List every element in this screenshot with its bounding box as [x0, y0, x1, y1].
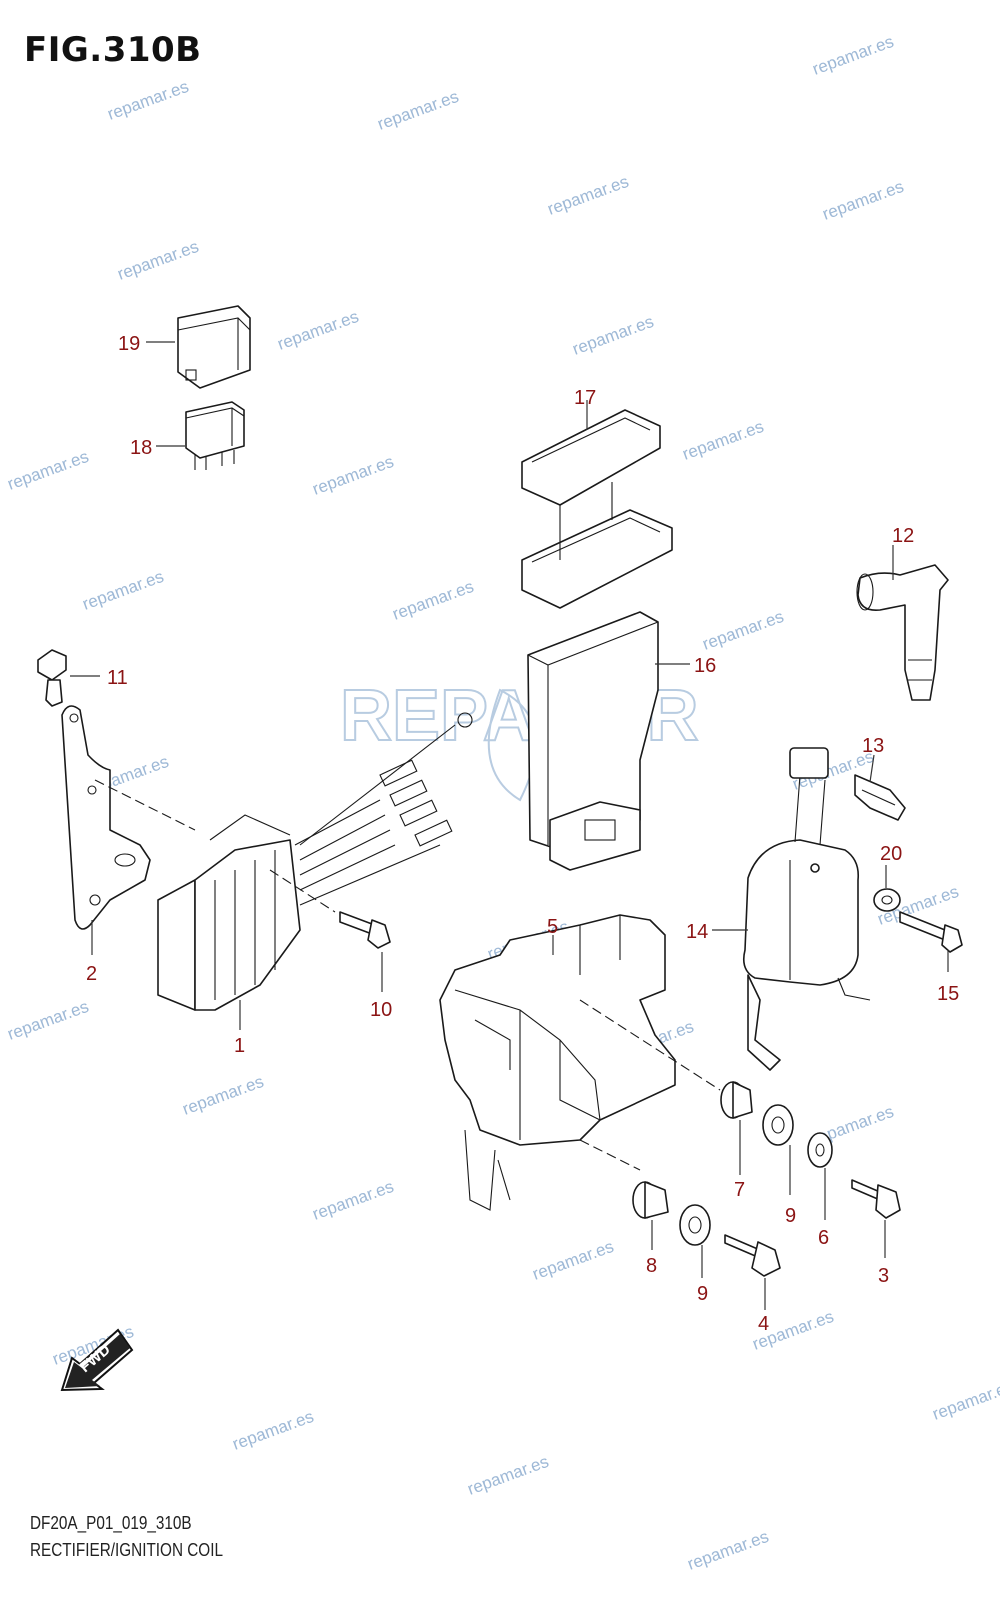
- watermark: repamar.es: [390, 577, 476, 624]
- watermark: repamar.es: [930, 1377, 1000, 1424]
- watermark-layer: repamar.es repamar.es repamar.es repamar…: [5, 32, 1000, 1574]
- watermark: repamar.es: [105, 77, 191, 124]
- watermark: repamar.es: [680, 417, 766, 464]
- callout-14: 14: [686, 921, 708, 943]
- grommet-8: [632, 1181, 669, 1219]
- watermark: repamar.es: [375, 87, 461, 134]
- watermark: repamar.es: [5, 447, 91, 494]
- washer-20: [873, 888, 901, 912]
- watermark: repamar.es: [115, 237, 201, 284]
- watermark: repamar.es: [465, 1452, 551, 1499]
- watermark: repamar.es: [5, 997, 91, 1044]
- watermark: repamar.es: [820, 177, 906, 224]
- watermark: repamar.es: [570, 312, 656, 359]
- callout-20: 20: [880, 843, 902, 865]
- callout-11: 11: [107, 667, 128, 689]
- callout-6: 6: [818, 1227, 829, 1249]
- bolt-4: [724, 1234, 781, 1277]
- figure-title: FIG.310B: [24, 30, 202, 70]
- spark-plug-cap: [856, 564, 949, 701]
- callout-4: 4: [758, 1313, 769, 1335]
- watermark: repamar.es: [80, 567, 166, 614]
- watermark: repamar.es: [810, 32, 896, 79]
- watermark: repamar.es: [180, 1072, 266, 1119]
- ignition-coil: [742, 747, 871, 1071]
- electrical-box: [439, 914, 721, 1211]
- watermark: repamar.es: [700, 607, 786, 654]
- callout-3: 3: [878, 1265, 889, 1287]
- callout-13: 13: [862, 735, 884, 757]
- callouts: 19 18 17 12 11 16 13 20 14 15 5 2 1 10 7…: [86, 333, 959, 1335]
- bolt-3: [851, 1179, 901, 1219]
- collar-9-upper: [762, 1104, 794, 1146]
- relay-cover: [177, 305, 251, 389]
- callout-16: 16: [694, 655, 716, 677]
- callout-17: 17: [574, 387, 596, 409]
- cdi-cover: [521, 409, 673, 609]
- callout-15: 15: [937, 983, 959, 1005]
- watermark: repamar.es: [230, 1407, 316, 1454]
- callout-2: 2: [86, 963, 97, 985]
- watermark: repamar.es: [530, 1237, 616, 1284]
- callout-9-lower: 9: [697, 1283, 708, 1305]
- watermark: repamar.es: [310, 1177, 396, 1224]
- rectifier: [157, 712, 473, 1011]
- figure-code: DF20A_P01_019_310B: [30, 1513, 192, 1533]
- bolt-10: [269, 869, 391, 949]
- callout-10: 10: [370, 999, 392, 1021]
- callout-5: 5: [547, 916, 558, 938]
- bolt-15: [899, 911, 963, 953]
- callout-18: 18: [130, 437, 152, 459]
- watermark: repamar.es: [310, 452, 396, 499]
- leader-lines: [70, 341, 949, 1310]
- watermark: repamar.es: [685, 1527, 771, 1574]
- relay: [185, 401, 245, 470]
- watermark: repamar.es: [275, 307, 361, 354]
- callout-8: 8: [646, 1255, 657, 1277]
- wire-clamp: [854, 774, 906, 821]
- callout-12: 12: [892, 525, 914, 547]
- callout-9-upper: 9: [785, 1205, 796, 1227]
- bracket: [61, 705, 151, 930]
- bolt-11: [37, 649, 67, 707]
- callout-1: 1: [234, 1035, 245, 1057]
- cdi-unit: [527, 611, 659, 871]
- callout-19: 19: [118, 333, 140, 355]
- grommet-7: [720, 1081, 753, 1119]
- callout-7: 7: [734, 1179, 745, 1201]
- collar-9-lower: [679, 1204, 711, 1246]
- washer-6: [807, 1132, 833, 1168]
- watermark: repamar.es: [545, 172, 631, 219]
- figure-name: RECTIFIER/IGNITION COIL: [30, 1540, 223, 1560]
